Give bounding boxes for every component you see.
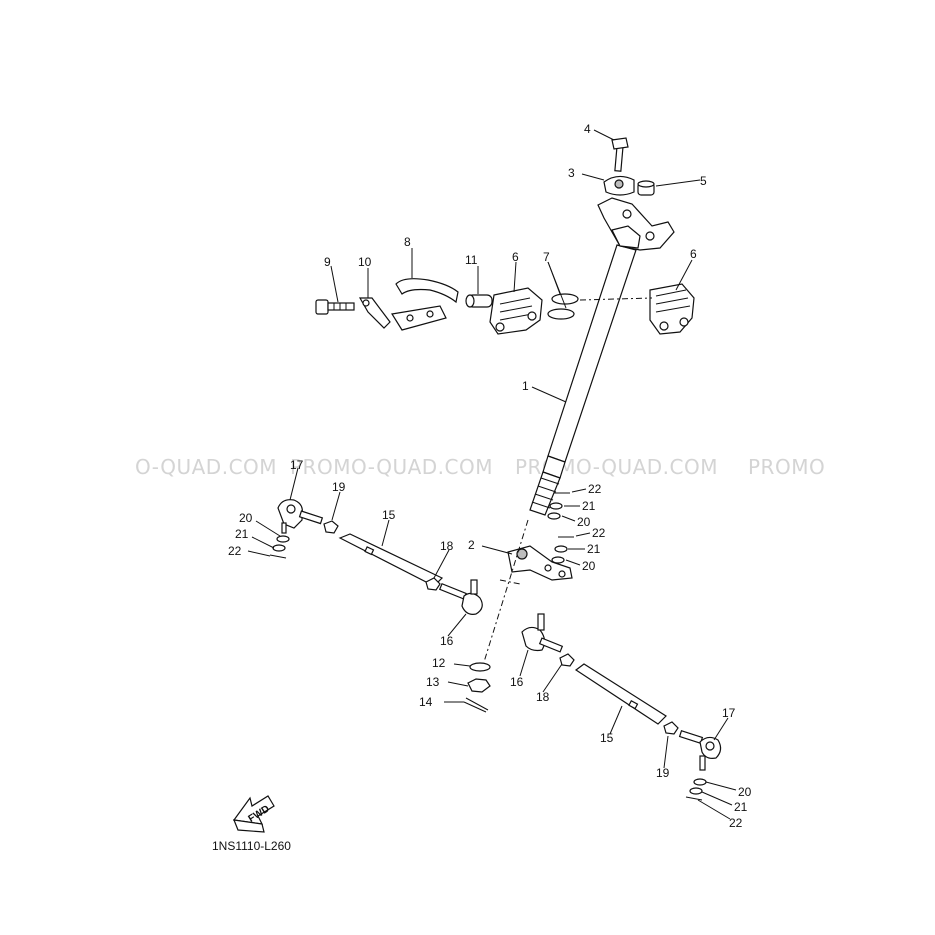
callout-10: 10 (358, 255, 372, 269)
callout-6-right: 6 (690, 247, 697, 261)
callout-21-upper: 21 (582, 499, 596, 513)
callout-16-left: 16 (440, 634, 454, 648)
callout-17-right: 17 (722, 706, 736, 720)
callout-17-left: 17 (290, 458, 304, 472)
centerline-short (499, 579, 521, 585)
watermark-segment: PROMO-QUAD.COM (290, 455, 493, 479)
bearing-holder-left (489, 287, 543, 335)
bolt-9 (315, 299, 355, 315)
centerline-lower (483, 519, 529, 663)
callout-19-left: 19 (332, 480, 346, 494)
callout-20-right: 20 (738, 785, 752, 799)
right-tie-rod (521, 613, 722, 801)
callout-12: 12 (432, 656, 446, 670)
callout-14: 14 (419, 695, 433, 709)
clip-8 (391, 278, 459, 331)
callout-20-upper: 20 (577, 515, 591, 529)
callout-21-mid: 21 (587, 542, 601, 556)
watermark-segment: PROMO (748, 455, 825, 479)
washers-upper-stack (547, 492, 574, 564)
callout-4: 4 (584, 122, 591, 136)
callout-1: 1 (522, 379, 529, 393)
callout-18-left: 18 (440, 539, 454, 553)
callout-13: 13 (426, 675, 440, 689)
callout-22-upper: 22 (588, 482, 602, 496)
washer-12 (469, 662, 491, 672)
bearing-holder-right (649, 283, 695, 335)
callout-21-left: 21 (235, 527, 249, 541)
callout-8: 8 (404, 235, 411, 249)
fwd-arrow-icon: FWD (232, 795, 275, 833)
callout-22-mid: 22 (592, 526, 606, 540)
alignment-line (579, 297, 653, 301)
leader-lines (247, 129, 737, 820)
callouts: 4 3 5 8 9 10 11 6 7 6 1 22 21 20 22 21 2… (228, 122, 752, 830)
callout-9: 9 (324, 255, 331, 269)
callout-6-left: 6 (512, 250, 519, 264)
callout-21-right: 21 (734, 800, 748, 814)
callout-15-right: 15 (600, 731, 614, 745)
rings-7 (547, 293, 579, 320)
watermark-segment: O-QUAD.COM (135, 455, 277, 479)
pitman-arm (507, 545, 573, 581)
left-tie-rod (269, 499, 483, 615)
callout-20-left: 20 (239, 511, 253, 525)
handlebar-bracket (597, 197, 675, 251)
lock-washer-10 (358, 297, 391, 329)
callout-19-right: 19 (656, 766, 670, 780)
watermark: O-QUAD.COM PROMO-QUAD.COM PROMO-QUAD.COM… (135, 455, 825, 479)
cotter-pin-14 (463, 697, 489, 713)
callout-20-mid: 20 (582, 559, 596, 573)
callout-11: 11 (465, 253, 478, 267)
steering-shaft (529, 244, 637, 516)
collar-11 (465, 294, 493, 308)
nut-13 (467, 678, 491, 693)
upper-holder (603, 175, 635, 196)
bolt-4 (611, 137, 629, 172)
diagram-code: 1NS1110-L260 (212, 839, 291, 853)
callout-7: 7 (543, 250, 550, 264)
callout-18-right: 18 (536, 690, 550, 704)
callout-22-left: 22 (228, 544, 242, 558)
callout-2: 2 (468, 538, 475, 552)
callout-3: 3 (568, 166, 575, 180)
cap-5 (637, 180, 655, 196)
callout-22-right: 22 (729, 816, 743, 830)
callout-16-right: 16 (510, 675, 524, 689)
callout-5: 5 (700, 174, 707, 188)
callout-15-left: 15 (382, 508, 396, 522)
